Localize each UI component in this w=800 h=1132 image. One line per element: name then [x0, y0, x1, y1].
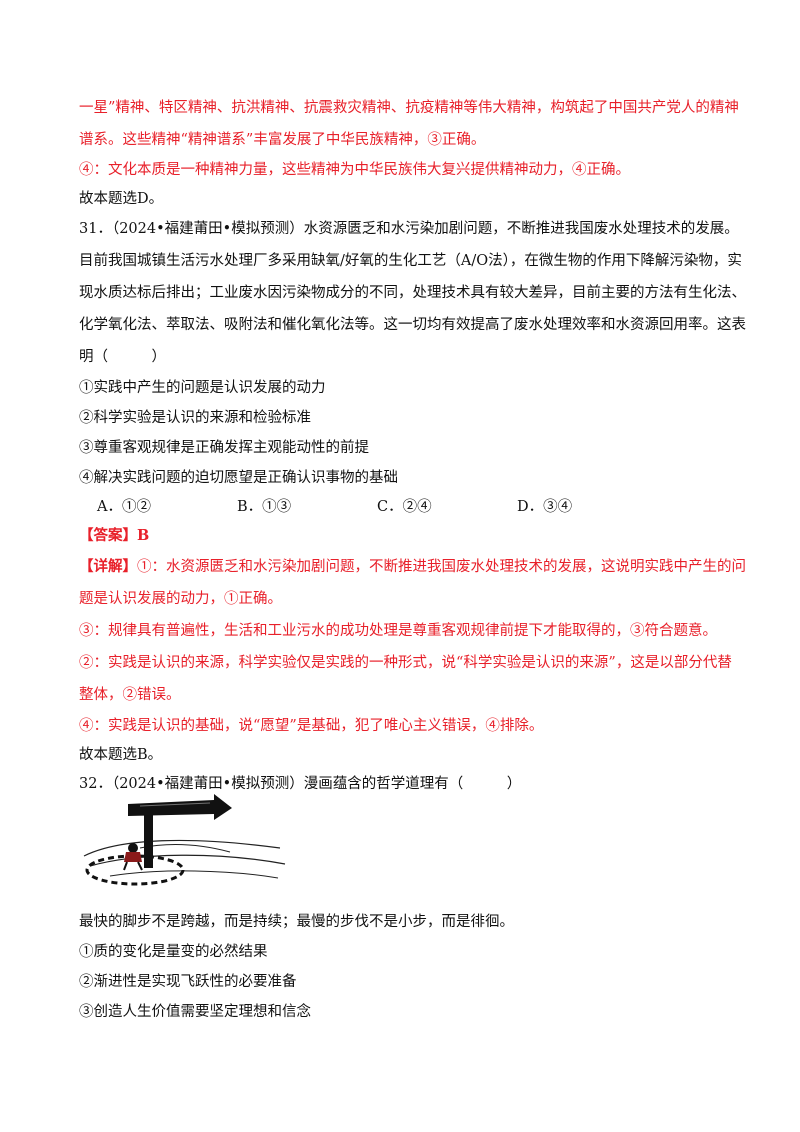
q31-conclusion: 故本题选B。	[79, 747, 163, 763]
q31-stem-line-4: 化学氧化法、萃取法、吸附法和催化氧化法等。这一切均有效提高了废水处理效率和水资源…	[79, 317, 746, 333]
q31-option-c: C．②④	[377, 499, 432, 515]
q31-statement-1: ①实践中产生的问题是认识发展的动力	[79, 380, 326, 396]
q31-stem-line-5: 明（ ）	[79, 349, 166, 365]
q31-options: A．①② B．①③ C．②④ D．③④	[97, 497, 657, 517]
q32-stem: 32．（2024•福建莆田•模拟预测）漫画蕴含的哲学道理有（ ）	[79, 774, 521, 794]
q31-detail-line-1: 【详解】①：水资源匮乏和水污染加剧问题，不断推进我国废水处理技术的发展，这说明实…	[79, 557, 746, 577]
q31-stem-line-1: 31．（2024•福建莆田•模拟预测）水资源匮乏和水污染加剧问题，不断推进我国废…	[79, 219, 739, 239]
q31-detail-label: 【详解】	[79, 558, 137, 575]
q32-number: 32．	[79, 776, 112, 792]
q32-source: （2024•福建莆田•模拟预测）	[111, 776, 304, 792]
q31-detail-line-6: ④：实践是认识的基础，说“愿望”是基础，犯了唯心主义错误，④排除。	[79, 718, 544, 734]
q31-statement-3: ③尊重客观规律是正确发挥主观能动性的前提	[79, 440, 369, 456]
prev-explanation-line-3: ④：文化本质是一种精神力量，这些精神为中华民族伟大复兴提供精神动力，④正确。	[79, 162, 630, 178]
q31-number: 31．	[79, 221, 112, 237]
q31-stem-start: 水资源匮乏和水污染加剧问题，不断推进我国废水处理技术的发展。	[303, 221, 739, 237]
q31-source: （2024•福建莆田•模拟预测）	[111, 221, 304, 237]
q31-detail-line-4: ②：实践是认识的来源，科学实验仅是实践的一种形式，说“科学实验是认识的来源”，这…	[79, 655, 732, 671]
q31-detail-line-2: 题是认识发展的动力，①正确。	[79, 591, 282, 607]
q32-caption: 最快的脚步不是跨越，而是持续；最慢的步伐不是小步，而是徘徊。	[79, 914, 514, 930]
q31-option-b: B．①③	[237, 499, 292, 515]
q32-cartoon-image	[83, 794, 286, 886]
q31-detail-line-3: ③：规律具有普遍性，生活和工业污水的成功处理是尊重客观规律前提下才能取得的，③符…	[79, 623, 717, 639]
q31-option-d: D．③④	[517, 499, 573, 515]
q32-stem-text: 漫画蕴含的哲学道理有（ ）	[303, 776, 522, 792]
q31-statement-2: ②科学实验是认识的来源和检验标准	[79, 410, 311, 426]
q31-answer-label: 【答案】	[79, 527, 137, 544]
q31-stem-line-2: 目前我国城镇生活污水处理厂多采用缺氧/好氧的生化工艺（A/O法），在微生物的作用…	[79, 253, 742, 269]
q32-statement-1: ①质的变化是量变的必然结果	[79, 944, 268, 960]
q31-option-a: A．①②	[97, 499, 151, 515]
prev-explanation-line-2: 谱系。这些精神“精神谱系”丰富发展了中华民族精神，③正确。	[79, 132, 486, 148]
q31-statement-4: ④解决实践问题的迫切愿望是正确认识事物的基础	[79, 470, 398, 486]
q31-detail-text-1: ①：水资源匮乏和水污染加剧问题，不断推进我国废水处理技术的发展，这说明实践中产生…	[137, 559, 746, 575]
q32-statement-2: ②渐进性是实现飞跃性的必要准备	[79, 974, 297, 990]
prev-explanation-line-1: 一星”精神、特区精神、抗洪精神、抗震救灾精神、抗疫精神等伟大精神，构筑起了中国共…	[79, 100, 739, 116]
q31-detail-line-5: 整体，②错误。	[79, 687, 181, 703]
q31-answer: 【答案】B	[79, 526, 149, 546]
q32-statement-3: ③创造人生价值需要坚定理想和信念	[79, 1004, 311, 1020]
q31-stem-line-3: 现水质达标后排出；工业废水因污染物成分的不同，处理技术具有较大差异，目前主要的方…	[79, 285, 746, 301]
q31-answer-value: B	[137, 527, 150, 544]
prev-conclusion: 故本题选D。	[79, 191, 164, 207]
